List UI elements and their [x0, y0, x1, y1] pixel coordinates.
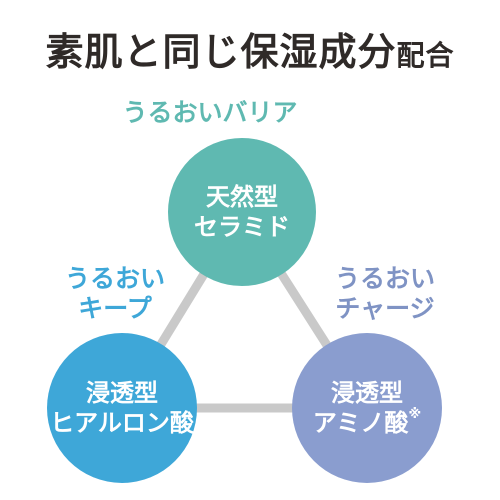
label-moisture-charge-line1: うるおい [334, 264, 435, 293]
circle-amino-acid-line1: 浸透型 [331, 379, 403, 407]
circle-amino-acid: 浸透型 アミノ酸※ [292, 333, 442, 483]
circle-hyaluronic-acid: 浸透型 ヒアルロン酸 [47, 333, 197, 483]
circle-amino-acid-line2: アミノ酸※ [313, 408, 421, 438]
label-moisture-charge-line2: チャージ [335, 294, 435, 323]
title-main: 素肌と同じ保湿成分 [45, 30, 397, 74]
label-moisture-barrier: うるおいバリア [122, 98, 298, 127]
circle-hyaluronic-acid-line1: 浸透型 [86, 379, 158, 407]
circle-hyaluronic-acid-line2: ヒアルロン酸 [50, 409, 194, 437]
page-title: 素肌と同じ保湿成分配合 [0, 30, 500, 78]
footnote-mark: ※ [408, 407, 422, 422]
circle-amino-acid-text: アミノ酸 [312, 409, 409, 437]
title-suffix: 配合 [396, 39, 455, 72]
label-moisture-charge: うるおい チャージ [300, 264, 470, 324]
label-moisture-keep-line1: うるおい [64, 264, 165, 293]
circle-natural-ceramide-line1: 天然型 [206, 183, 278, 211]
label-moisture-keep: うるおい キープ [30, 264, 200, 324]
label-moisture-keep-line2: キープ [78, 294, 152, 323]
circle-natural-ceramide: 天然型 セラミド [168, 138, 316, 286]
circle-natural-ceramide-line2: セラミド [194, 213, 290, 241]
